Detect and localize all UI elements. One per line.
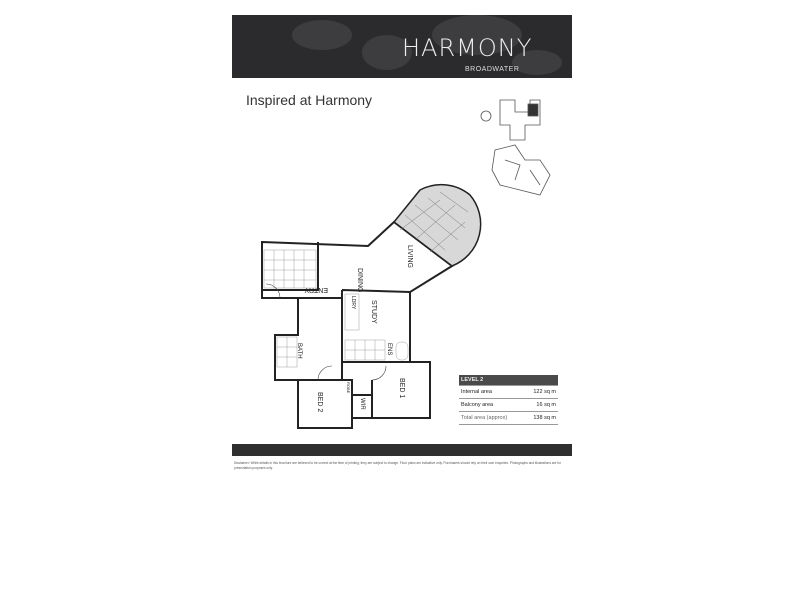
footer-bar [232, 444, 572, 456]
room-label-living: LIVING [406, 245, 413, 268]
plan-walls [261, 220, 454, 429]
logo-subtitle: BROADWATER [465, 66, 520, 73]
page-title: Inspired at Harmony [246, 92, 373, 108]
room-label-ens: ENS [386, 343, 392, 355]
area-label: Total area (approx) [459, 411, 524, 425]
room-label-bed2: BED 2 [316, 392, 323, 412]
room-label-wir: WIR [359, 398, 365, 410]
area-label: Balcony area [459, 398, 524, 412]
room-label-bath: BATH [296, 343, 302, 359]
area-row: Total area (approx)138 sq m [459, 411, 558, 425]
harmony-logo: HARMONY [402, 34, 533, 62]
room-label-robe: ROBE [346, 382, 351, 394]
balcony [392, 183, 482, 267]
area-value: 16 sq m [523, 398, 558, 412]
room-label-entry: ENTRY [304, 286, 328, 293]
area-label: Internal area [459, 385, 524, 399]
level-label: LEVEL 2 [459, 375, 558, 386]
area-value: 122 sq m [523, 385, 558, 399]
room-label-dining: DINING [356, 268, 363, 293]
header-banner [232, 15, 572, 78]
disclaimer-text: Disclaimer: While details in this brochu… [234, 461, 562, 470]
key-plan [480, 99, 551, 196]
doors [265, 283, 387, 381]
north-compass-icon [480, 110, 492, 122]
room-label-ldry: LDRY [350, 296, 356, 310]
tile-areas [263, 249, 409, 368]
area-value: 138 sq m [523, 411, 558, 425]
room-label-bed1: BED 1 [398, 378, 405, 398]
room-label-study: STUDY [370, 300, 377, 324]
